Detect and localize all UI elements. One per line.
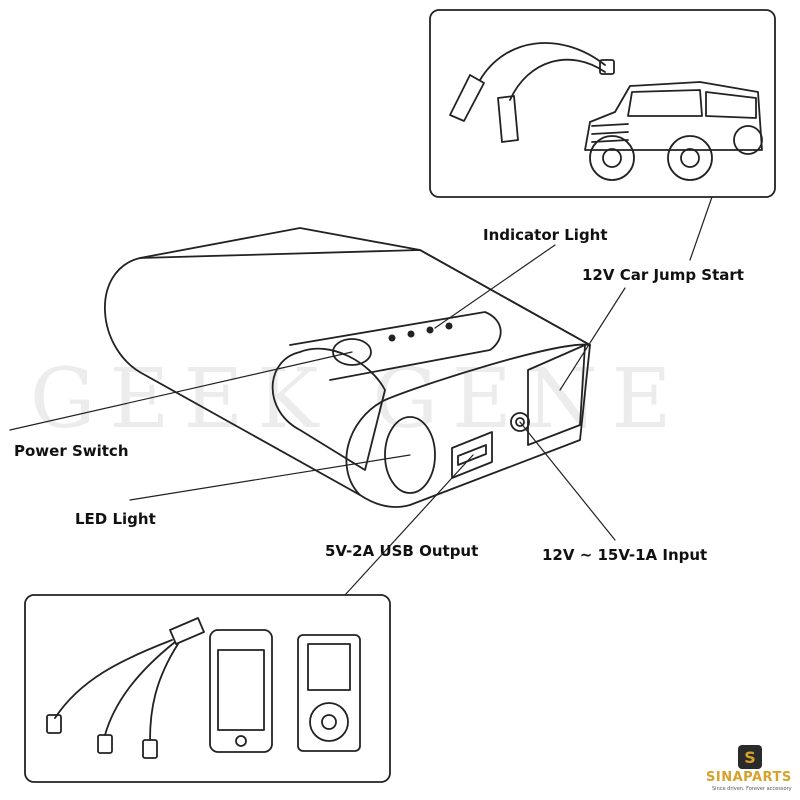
dc-input-port: [510, 412, 530, 432]
smartphone-icon: [209, 629, 273, 753]
label-usb-output: 5V-2A USB Output: [325, 542, 479, 560]
label-input: 12V ~ 15V-1A Input: [542, 546, 708, 564]
music-player-icon: [297, 634, 361, 752]
usb-devices-panel: [24, 594, 391, 783]
logo-name: SINAPARTS: [706, 770, 792, 785]
leader-lines: [9, 196, 713, 596]
power-switch-button: [332, 338, 372, 366]
indicator-lights: [388, 322, 453, 342]
jump-start-panel: [429, 9, 776, 198]
label-power-switch: Power Switch: [14, 442, 129, 460]
label-led-light: LED Light: [75, 510, 156, 528]
led-light-lens: [384, 416, 436, 494]
jeep-icon: [584, 81, 763, 181]
svg-text:S: S: [744, 748, 756, 767]
logo-tagline: Since driven. Forever accessory: [712, 786, 792, 792]
sinaparts-logo-icon: S: [738, 745, 762, 769]
usb-port: [451, 431, 493, 479]
label-indicator-light: Indicator Light: [483, 226, 608, 244]
jumper-clamps-icon: [449, 42, 615, 143]
label-car-jump-start: 12V Car Jump Start: [582, 266, 744, 284]
usb-splitter-cable-icon: [46, 617, 205, 759]
